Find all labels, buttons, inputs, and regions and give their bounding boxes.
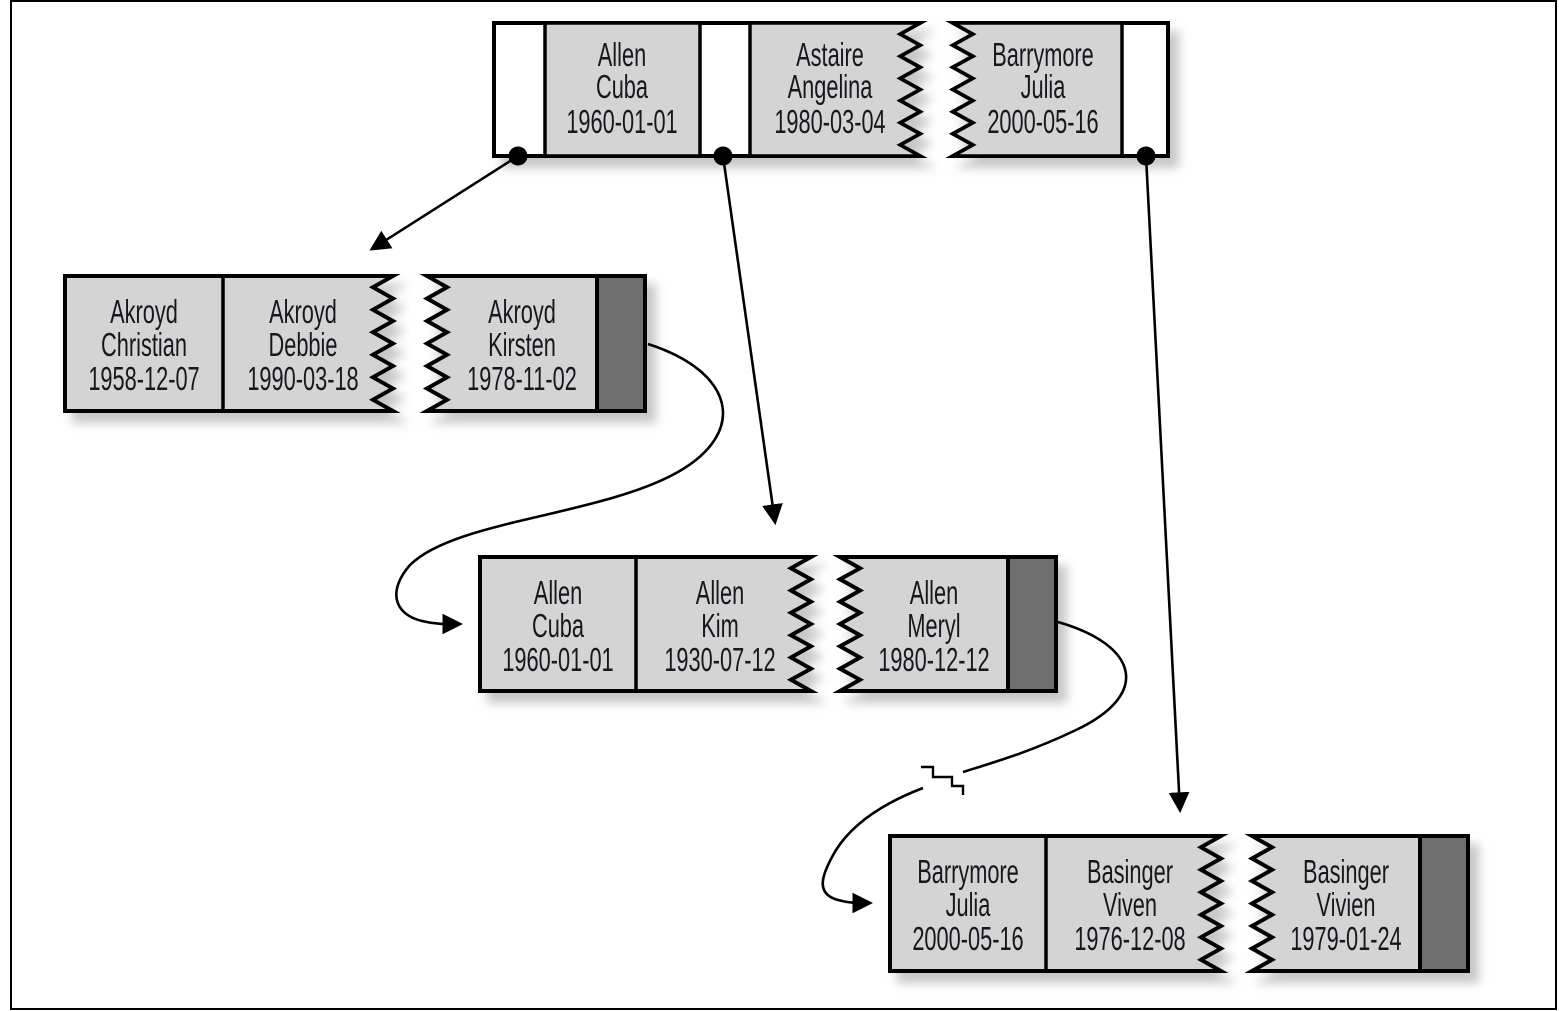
index-entry: Basinger Viven 1976-12-08 (1074, 853, 1185, 957)
leaf-node-1: Akroyd Christian 1958-12-07 Akroyd Debbi… (63, 274, 647, 413)
leaf-fragment-outline (1244, 834, 1470, 973)
index-entry: Akroyd Christian 1958-12-07 (88, 293, 199, 397)
entry-date: 1960-01-01 (566, 103, 677, 140)
branch-to-leaf1-arrow (369, 154, 519, 251)
entry-first-name: Christian (101, 326, 187, 363)
leaf-fragment-outline (419, 274, 647, 413)
entry-date: 1980-12-12 (878, 641, 989, 678)
leaf-fragment-right (832, 555, 1058, 693)
index-entry: Akroyd Kirsten 1978-11-02 (467, 293, 577, 397)
entry-last-name: Astaire (796, 36, 864, 73)
entry-last-name: Akroyd (110, 293, 178, 330)
entry-date: 1976-12-08 (1074, 920, 1185, 957)
entry-first-name: Kim (701, 607, 738, 644)
index-entry: Astaire Angelina 1980-03-04 (774, 36, 885, 140)
leaf-fragment-right (1244, 834, 1470, 973)
leaf-node-2: Allen Cuba 1960-01-01 Allen Kim 1930-07-… (478, 555, 1058, 693)
entry-first-name: Julia (1021, 68, 1066, 105)
branch-to-leaf3-arrow (1144, 155, 1190, 814)
leaf-fragment-right (419, 274, 647, 413)
pointer-arrows (369, 154, 1190, 914)
branch-entry-cell-torn (946, 21, 1124, 158)
next-leaf-pointer-cell (1006, 555, 1058, 693)
leaf-fragment-outline (478, 555, 819, 693)
entry-first-name: Cuba (596, 68, 648, 105)
index-entry: Allen Kim 1930-07-12 (664, 574, 775, 678)
link-break-symbol (921, 765, 965, 795)
leaf-fragment-left (63, 274, 401, 413)
entry-last-name: Barrymore (917, 853, 1019, 890)
entry-date: 2000-05-16 (912, 920, 1023, 957)
entry-last-name: Allen (598, 36, 646, 73)
index-entry: Allen Cuba 1960-01-01 (566, 36, 677, 140)
entry-date: 1930-07-12 (664, 641, 775, 678)
entry-first-name: Debbie (269, 326, 338, 363)
entry-date: 1958-12-07 (88, 360, 199, 397)
entry-date: 1980-03-04 (774, 103, 885, 140)
entry-last-name: Basinger (1303, 853, 1389, 890)
entry-date: 1978-11-02 (467, 360, 577, 397)
index-entry: Basinger Vivien 1979-01-24 (1290, 853, 1401, 957)
branch-node-fragment-left (492, 21, 928, 158)
branch-node-fragment-right (945, 21, 1170, 158)
entry-last-name: Akroyd (488, 293, 556, 330)
leaf-fragment-outline (832, 555, 1058, 693)
entry-last-name: Akroyd (269, 293, 337, 330)
entry-last-name: Allen (910, 574, 958, 611)
leaf-fragment-outline (888, 834, 1229, 973)
index-entry: Allen Cuba 1960-01-01 (502, 574, 613, 678)
entry-date: 1960-01-01 (502, 641, 613, 678)
leaf1-to-leaf2-link-arrow (395, 342, 725, 635)
entry-last-name: Allen (534, 574, 582, 611)
leaf-fragment-left (888, 834, 1229, 973)
entry-first-name: Cuba (532, 607, 584, 644)
entry-last-name: Barrymore (992, 36, 1094, 73)
index-entry: Barrymore Julia 2000-05-16 (987, 36, 1098, 140)
entry-first-name: Viven (1103, 886, 1157, 923)
branch-node: Allen Cuba 1960-01-01 Astaire Angelina 1… (492, 21, 1170, 166)
leaf-fragment-left (478, 555, 819, 693)
entry-first-name: Vivien (1317, 886, 1376, 923)
branch-entry-cell (543, 21, 702, 158)
entry-last-name: Allen (696, 574, 744, 611)
leaf2-to-leaf3-link-curve (962, 620, 1128, 774)
leaf2-to-leaf3-link-arrow (821, 786, 924, 914)
entry-date: 2000-05-16 (987, 103, 1098, 140)
index-entry: Allen Meryl 1980-12-12 (878, 574, 989, 678)
next-leaf-pointer-cell (1418, 834, 1470, 973)
figure-border (10, 0, 1557, 1010)
entry-first-name: Kirsten (488, 326, 556, 363)
entry-last-name: Basinger (1087, 853, 1173, 890)
branch-to-leaf2-arrow (721, 155, 783, 526)
next-leaf-pointer-cell (595, 274, 647, 413)
entry-date: 1979-01-24 (1290, 920, 1401, 957)
index-entry: Akroyd Debbie 1990-03-18 (247, 293, 358, 397)
entry-date: 1990-03-18 (247, 360, 358, 397)
index-entry: Barrymore Julia 2000-05-16 (912, 853, 1023, 957)
leaf-fragment-outline (63, 274, 401, 413)
entry-first-name: Meryl (907, 607, 960, 644)
leaf-node-3: Barrymore Julia 2000-05-16 Basinger Vive… (888, 834, 1470, 973)
entry-first-name: Angelina (788, 68, 873, 105)
branch-entry-cell-torn (748, 21, 927, 158)
entry-first-name: Julia (946, 886, 991, 923)
